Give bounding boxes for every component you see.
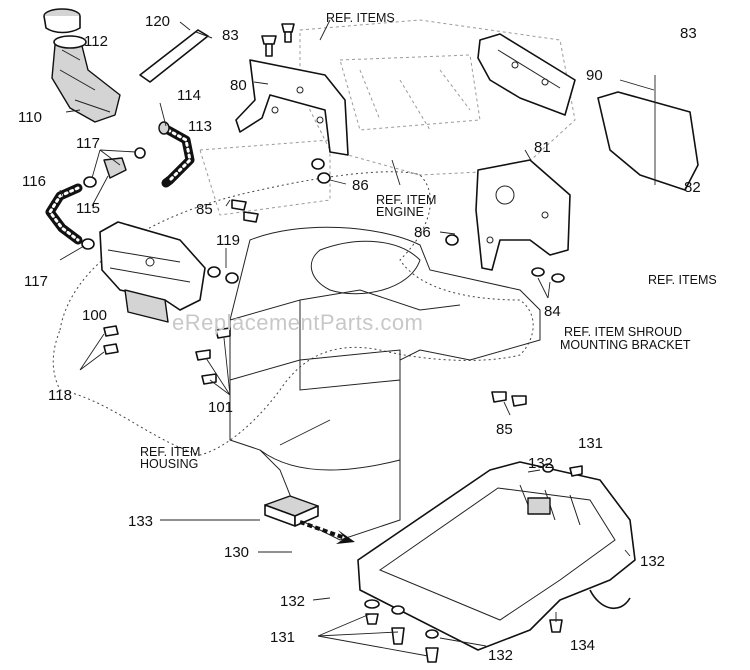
install-arrow xyxy=(299,520,346,540)
callout-100: 100 xyxy=(82,307,107,324)
strip-part-120 xyxy=(139,29,209,83)
ref-housing-line1: REF. ITEM xyxy=(140,445,200,459)
funnel-part-110 xyxy=(51,35,121,123)
hose-part-113 xyxy=(158,121,195,188)
pad-part-133 xyxy=(264,495,319,527)
watermark-text: eReplacementParts.com xyxy=(172,310,423,335)
callout-114: 114 xyxy=(177,87,201,104)
callout-83-top: 83 xyxy=(222,27,239,44)
screws-part-118 xyxy=(103,325,119,355)
shield-part-82 xyxy=(597,91,699,191)
callout-131-right: 131 xyxy=(578,435,603,452)
callout-132-top: 132 xyxy=(528,455,553,472)
callout-113: 113 xyxy=(188,118,212,135)
screws-part-101 xyxy=(195,327,231,385)
callout-132-left: 132 xyxy=(280,593,305,610)
screws-part-85-right xyxy=(491,391,527,407)
cap-part-112 xyxy=(43,8,81,34)
bracket-part-80 xyxy=(235,59,349,156)
nuts-part-84 xyxy=(531,267,565,283)
screws-part-83 xyxy=(261,23,295,57)
callout-85-left: 85 xyxy=(196,201,213,218)
callout-116: 116 xyxy=(22,173,46,190)
ref-engine-line1: REF. ITEM xyxy=(376,193,436,207)
callout-86-right: 86 xyxy=(414,224,431,241)
callout-101: 101 xyxy=(208,399,233,416)
callout-115: 115 xyxy=(76,200,100,217)
ref-housing-line2: HOUSING xyxy=(140,457,198,471)
callout-117-top: 117 xyxy=(76,135,100,152)
callout-110: 110 xyxy=(18,109,42,126)
callout-labels: 112 110 120 83 80 114 113 117 116 115 11… xyxy=(18,13,701,664)
ref-items-right: REF. ITEMS xyxy=(648,273,717,287)
callout-130: 130 xyxy=(224,544,249,561)
ref-engine-ghost xyxy=(199,19,576,216)
hardware-part-131-132 xyxy=(364,463,583,663)
hose-part-116 xyxy=(45,183,83,245)
callout-132-right: 132 xyxy=(640,553,665,570)
bracket-part-81 xyxy=(475,159,571,271)
leader-lines xyxy=(59,19,655,657)
ref-shroud-line1: REF. ITEM SHROUD xyxy=(564,325,682,339)
callout-83-right: 83 xyxy=(680,25,697,42)
callout-134: 134 xyxy=(570,637,595,654)
callout-80: 80 xyxy=(230,77,247,94)
callout-82: 82 xyxy=(684,179,701,196)
callout-132-bottom: 132 xyxy=(488,647,513,664)
callout-90: 90 xyxy=(586,67,603,84)
nuts-part-119 xyxy=(207,266,239,284)
callout-131-bottom: 131 xyxy=(270,629,295,646)
callout-81: 81 xyxy=(534,139,551,156)
callout-120: 120 xyxy=(145,13,170,30)
callout-84: 84 xyxy=(544,303,561,320)
tank-part-100 xyxy=(99,221,206,323)
clamps-part-117-115 xyxy=(81,147,146,250)
callout-133: 133 xyxy=(128,513,153,530)
callout-85-right: 85 xyxy=(496,421,513,438)
callout-117-bottom: 117 xyxy=(24,273,48,290)
callout-86-left: 86 xyxy=(352,177,369,194)
callout-118: 118 xyxy=(48,387,72,404)
nuts-part-86 xyxy=(311,158,459,246)
engine-housing-body xyxy=(229,226,541,541)
reference-labels: REF. ITEMS REF. ITEM ENGINE REF. ITEMS R… xyxy=(140,11,717,471)
callout-119: 119 xyxy=(216,232,240,249)
ref-items-top: REF. ITEMS xyxy=(326,11,395,25)
ref-engine-line2: ENGINE xyxy=(376,205,424,219)
base-plate-part-130 xyxy=(357,461,636,651)
screws-part-85-left xyxy=(231,199,259,223)
callout-112: 112 xyxy=(84,33,108,50)
bracket-part-90 xyxy=(477,33,576,116)
ref-shroud-line2: MOUNTING BRACKET xyxy=(560,338,691,352)
